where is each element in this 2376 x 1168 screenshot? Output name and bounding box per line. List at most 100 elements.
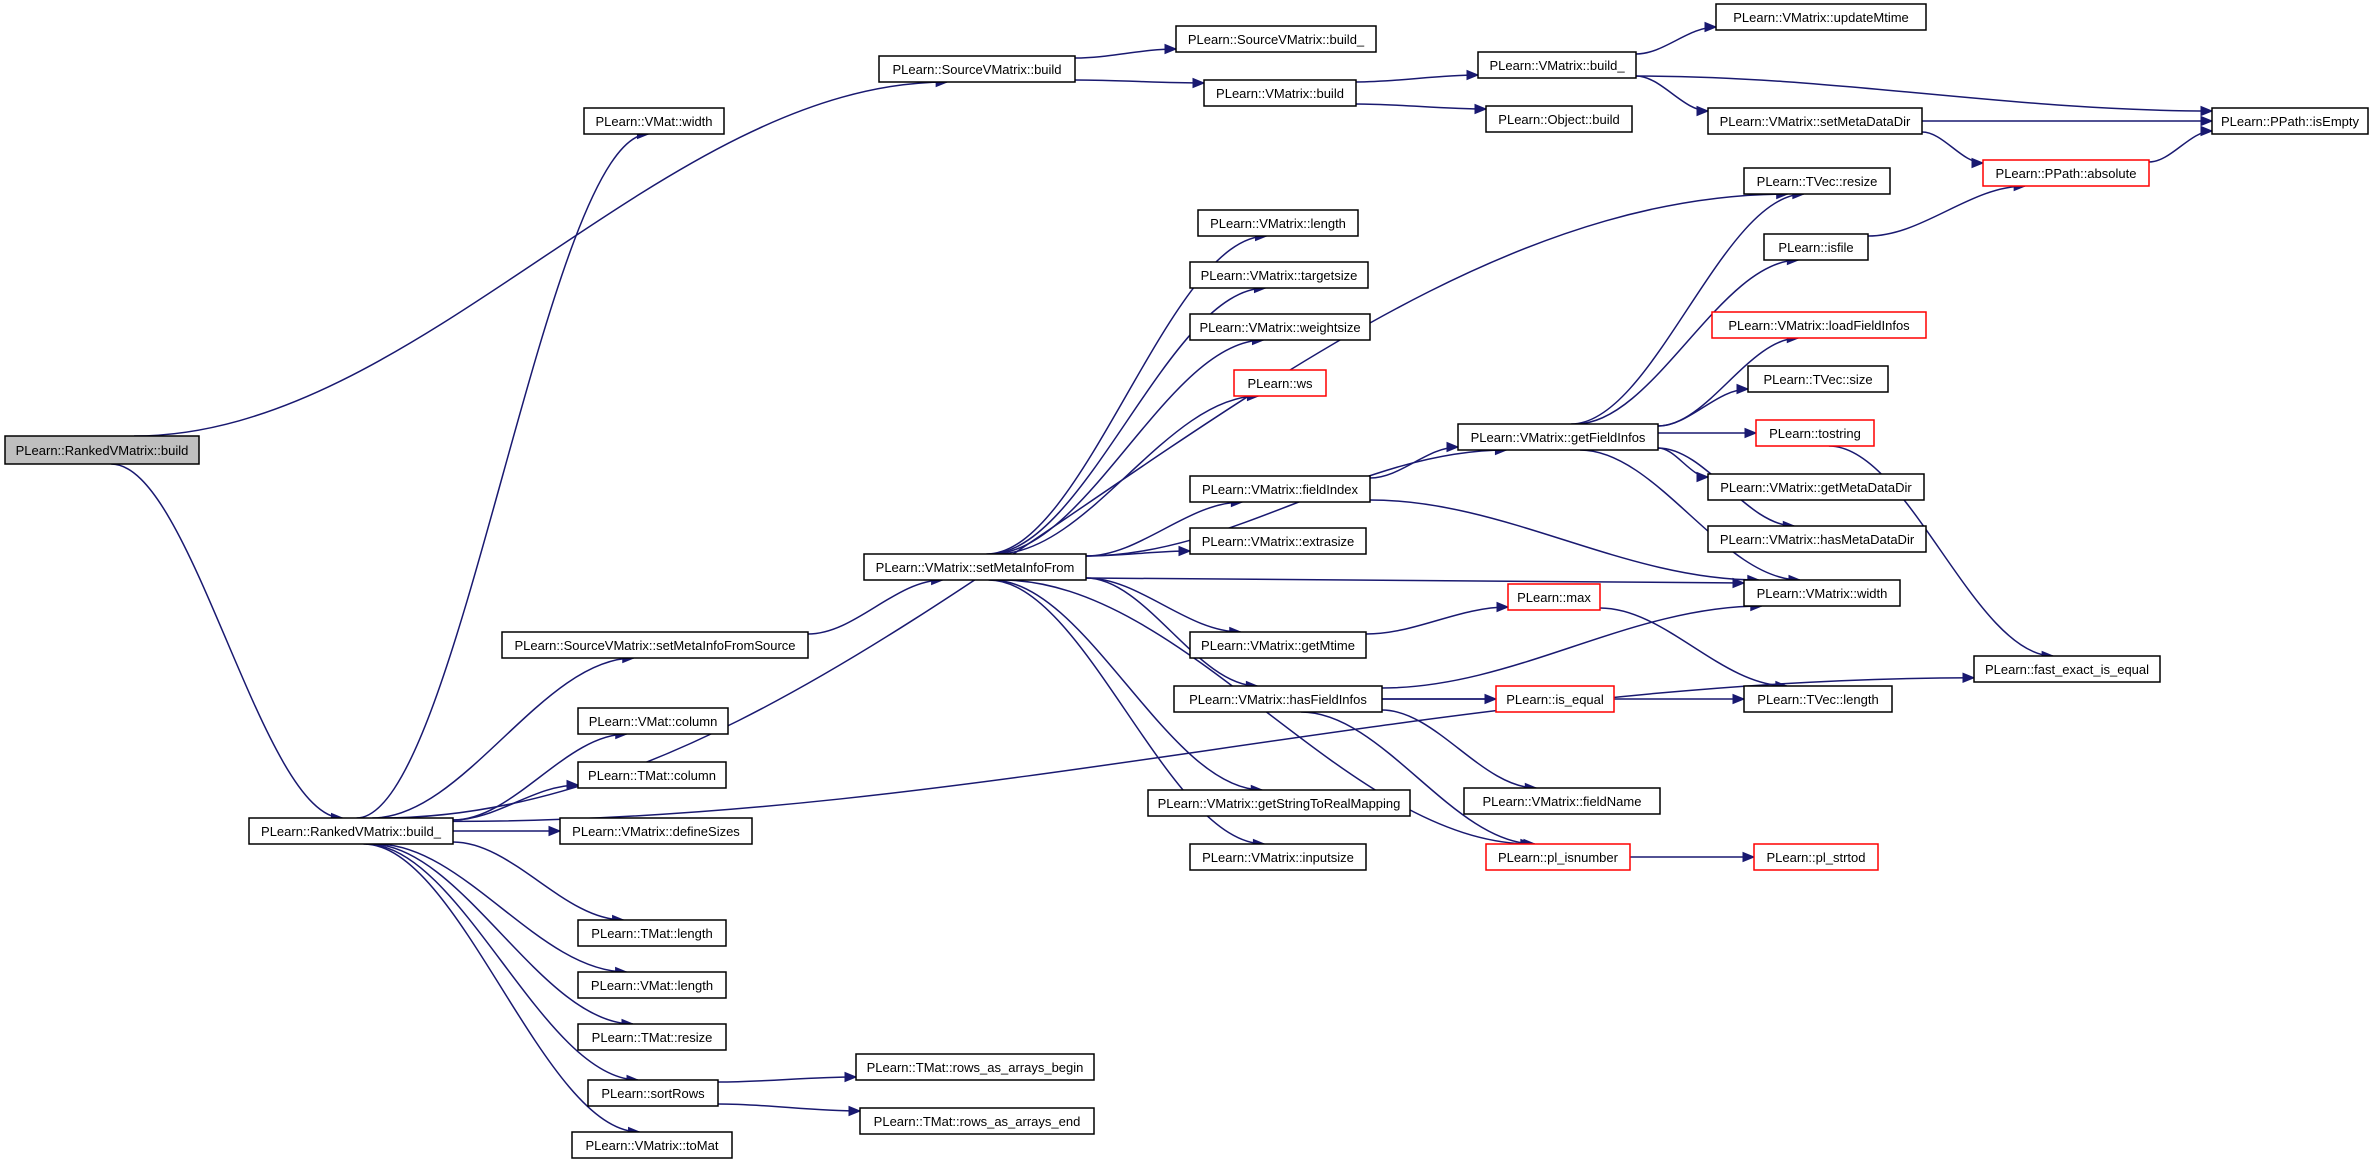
node-pl-strtod[interactable]: PLearn::pl_strtod (1753, 843, 1879, 871)
node-box (1707, 107, 1923, 135)
node-label: PLearn::TMat::column (588, 768, 716, 783)
node-vmat-length[interactable]: PLearn::VMat::length (577, 971, 727, 999)
node-vmat-column[interactable]: PLearn::VMat::column (577, 707, 729, 735)
node-extrasize[interactable]: PLearn::VMatrix::extrasize (1189, 527, 1367, 555)
node-defineSizes[interactable]: PLearn::VMatrix::defineSizes (559, 817, 753, 845)
node-label: PLearn::VMatrix::hasFieldInfos (1189, 692, 1367, 707)
node-label: PLearn::VMatrix::updateMtime (1733, 10, 1909, 25)
node-vm-length[interactable]: PLearn::VMatrix::length (1197, 209, 1359, 237)
node-rows-end[interactable]: PLearn::TMat::rows_as_arrays_end (859, 1107, 1095, 1135)
node-tvec-size[interactable]: PLearn::TVec::size (1747, 365, 1889, 393)
edge-arrowhead (2200, 125, 2214, 137)
node-label: PLearn::TMat::resize (592, 1030, 713, 1045)
node-vm-width[interactable]: PLearn::VMatrix::width (1743, 579, 1901, 607)
node-pl-isnumber[interactable]: PLearn::pl_isnumber (1485, 843, 1631, 871)
node-obj-build[interactable]: PLearn::Object::build (1485, 105, 1633, 133)
edge-vm_build-to-vm_build_ (1355, 69, 1480, 83)
node-root[interactable]: PLearn::RankedVMatrix::build (4, 435, 200, 465)
node-box (577, 707, 729, 735)
edge-arrowhead (1736, 383, 1750, 395)
node-box (1743, 167, 1891, 195)
node-getMetaDataDir[interactable]: PLearn::VMatrix::getMetaDataDir (1707, 473, 1925, 501)
node-tmat-length[interactable]: PLearn::TMat::length (577, 919, 727, 947)
edge-line (369, 843, 634, 1025)
edge-arrowhead (1474, 103, 1488, 115)
edge-arrowhead (1696, 105, 1710, 117)
edge-getFieldInfos-to-getMetaDataDir (1657, 447, 1710, 483)
edge-line (1867, 185, 2026, 237)
node-fieldName[interactable]: PLearn::VMatrix::fieldName (1463, 787, 1661, 815)
node-setMetaInfoFromSource[interactable]: PLearn::SourceVMatrix::setMetaInfoFromSo… (501, 631, 809, 659)
node-fast-exact[interactable]: PLearn::fast_exact_is_equal (1973, 655, 2161, 683)
node-absolute[interactable]: PLearn::PPath::absolute (1982, 159, 2150, 187)
node-tostring[interactable]: PLearn::tostring (1755, 419, 1875, 447)
node-loadFieldInfos[interactable]: PLearn::VMatrix::loadFieldInfos (1711, 311, 1927, 339)
node-box (855, 1053, 1095, 1081)
node-tvec-length[interactable]: PLearn::TVec::length (1743, 685, 1893, 713)
node-getStringToRealMapping[interactable]: PLearn::VMatrix::getStringToRealMapping (1147, 789, 1411, 817)
node-toMat[interactable]: PLearn::VMatrix::toMat (571, 1131, 733, 1159)
node-targetsize[interactable]: PLearn::VMatrix::targetsize (1189, 261, 1369, 289)
edge-line (452, 841, 624, 921)
node-label: PLearn::VMatrix::getMetaDataDir (1720, 480, 1912, 495)
node-box (248, 817, 454, 845)
node-vmat-width[interactable]: PLearn::VMat::width (583, 107, 725, 135)
node-updateMtime[interactable]: PLearn::VMatrix::updateMtime (1715, 3, 1927, 31)
edge-line (1571, 193, 1804, 425)
node-label: PLearn::is_equal (1506, 692, 1604, 707)
edge-arrowhead (1704, 21, 1718, 33)
node-vm-build-[interactable]: PLearn::VMatrix::build_ (1477, 51, 1637, 79)
node-label: PLearn::TMat::length (591, 926, 712, 941)
node-fieldIndex[interactable]: PLearn::VMatrix::fieldIndex (1189, 475, 1371, 503)
node-setMetaDataDir[interactable]: PLearn::VMatrix::setMetaDataDir (1707, 107, 1923, 135)
node-box (1189, 313, 1371, 341)
edge-line (372, 657, 634, 819)
node-box (559, 817, 753, 845)
edge-sortRows-to-rows_begin (717, 1071, 858, 1083)
node-box (587, 1079, 719, 1107)
node-isfile[interactable]: PLearn::isfile (1763, 233, 1869, 261)
node-rows-begin[interactable]: PLearn::TMat::rows_as_arrays_begin (855, 1053, 1095, 1081)
edge-line (1074, 79, 1205, 84)
node-isEmpty[interactable]: PLearn::PPath::isEmpty (2211, 107, 2369, 135)
node-ws[interactable]: PLearn::ws (1233, 369, 1327, 397)
edge-max-to-tvec_length (1599, 607, 1789, 692)
edge-ranked_build_-to-fast_exact (452, 672, 1976, 823)
node-tmat-column[interactable]: PLearn::TMat::column (577, 761, 727, 789)
node-is-equal[interactable]: PLearn::is_equal (1495, 685, 1615, 713)
node-vm-build[interactable]: PLearn::VMatrix::build (1203, 79, 1357, 107)
node-tmat-resize[interactable]: PLearn::TMat::resize (577, 1023, 727, 1051)
node-weightsize[interactable]: PLearn::VMatrix::weightsize (1189, 313, 1371, 341)
node-getFieldInfos[interactable]: PLearn::VMatrix::getFieldInfos (1457, 423, 1659, 451)
node-hasFieldInfos[interactable]: PLearn::VMatrix::hasFieldInfos (1173, 685, 1383, 713)
node-inputsize[interactable]: PLearn::VMatrix::inputsize (1189, 843, 1367, 871)
node-setMetaInfoFrom[interactable]: PLearn::VMatrix::setMetaInfoFrom (863, 553, 1087, 581)
node-box (1495, 685, 1615, 713)
node-getMtime[interactable]: PLearn::VMatrix::getMtime (1189, 631, 1367, 659)
node-box (1973, 655, 2161, 683)
node-label: PLearn::SourceVMatrix::build (892, 62, 1061, 77)
edge-setMetaInfoFrom-to-vm_width (1085, 577, 1746, 589)
node-tvec-resize[interactable]: PLearn::TVec::resize (1743, 167, 1891, 195)
edge-line (452, 784, 579, 821)
node-label: PLearn::ws (1247, 376, 1313, 391)
node-src-build[interactable]: PLearn::SourceVMatrix::build (878, 55, 1076, 83)
node-box (1175, 25, 1377, 53)
edge-arrowhead (1446, 441, 1460, 453)
edge-line (1085, 577, 1745, 584)
edge-line (452, 677, 1975, 823)
edge-ranked_build_-to-setMetaInfoFromSource (372, 652, 636, 819)
node-box (1463, 787, 1661, 815)
node-max[interactable]: PLearn::max (1507, 583, 1601, 611)
node-label: PLearn::pl_strtod (1766, 850, 1865, 865)
node-sortRows[interactable]: PLearn::sortRows (587, 1079, 719, 1107)
edge-src_build-to-vm_build (1074, 77, 1206, 89)
node-hasMetaDataDir[interactable]: PLearn::VMatrix::hasMetaDataDir (1707, 525, 1927, 553)
node-ranked-build-[interactable]: PLearn::RankedVMatrix::build_ (248, 817, 454, 845)
node-src-build-[interactable]: PLearn::SourceVMatrix::build_ (1175, 25, 1377, 53)
edge-src_build-to-src_build_ (1074, 43, 1178, 59)
edge-arrowhead (566, 779, 580, 791)
node-label: PLearn::VMat::column (589, 714, 718, 729)
edge-arrowhead (1178, 545, 1192, 557)
edge-arrowhead (1744, 427, 1758, 439)
